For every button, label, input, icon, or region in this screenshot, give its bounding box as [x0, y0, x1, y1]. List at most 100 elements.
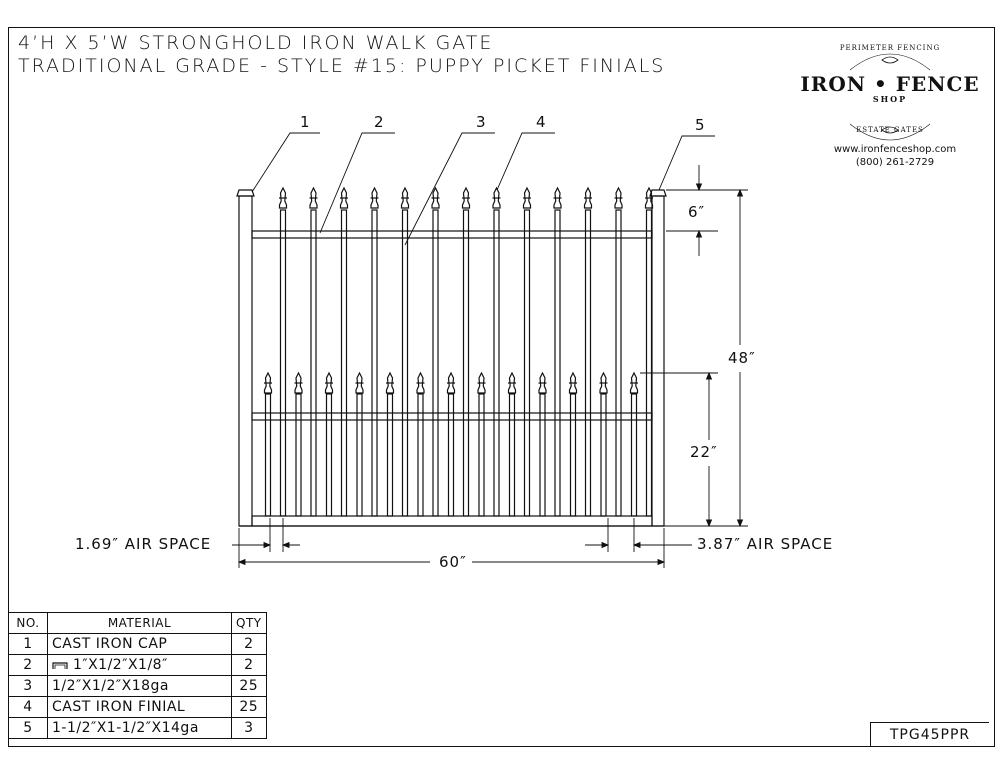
dim-22-arrow-b [705, 519, 713, 528]
tall-picket [401, 209, 409, 517]
puppy-picket [630, 393, 638, 517]
table-row: 3 1/2″X1/2″X18ga 25 [8, 675, 267, 697]
row-no: 5 [8, 717, 48, 739]
tall-picket-finial [278, 186, 288, 209]
callout-5-leader [658, 135, 715, 191]
tall-picket [279, 209, 287, 517]
iron-fence-shop-logo: PERIMETER FENCING IRON • FENCE SHOP ESTA… [790, 30, 990, 170]
part-number-box: TPG45PPR [870, 722, 989, 747]
drawing-border [8, 27, 995, 747]
left-post [238, 195, 253, 527]
dim-air-right-arrow-a [601, 541, 610, 549]
puppy-picket [478, 393, 485, 517]
puppy-picket-finial [324, 371, 334, 394]
tall-picket-finial [492, 186, 501, 209]
puppy-picket-finial [355, 371, 364, 394]
dim-right-air-space: 3.87″ AIR SPACE [697, 535, 834, 553]
bottom-rail [251, 515, 653, 527]
puppy-picket-finial [507, 371, 517, 394]
header-no: NO. [8, 612, 48, 634]
row-material: 1-1/2″X1-1/2″X14ga [47, 717, 232, 739]
tall-picket-finial [431, 186, 440, 209]
channel-icon [52, 662, 68, 669]
tall-picket [645, 209, 653, 517]
row-no: 4 [8, 696, 48, 718]
bill-of-materials-table: NO. MATERIAL QTY 1 CAST IRON CAP 2 2 1″X… [8, 612, 267, 739]
tall-picket-finial [644, 186, 654, 209]
tall-picket-finial [614, 186, 623, 209]
logo-top-text: PERIMETER FENCING [839, 44, 941, 52]
tall-picket-finial [370, 186, 379, 209]
row-qty: 25 [231, 696, 267, 718]
row-no: 3 [8, 675, 48, 697]
puppy-picket-finial [294, 371, 303, 394]
row-no: 1 [8, 633, 48, 655]
puppy-picket [569, 393, 577, 517]
row-qty: 3 [231, 717, 267, 739]
tall-picket [554, 209, 561, 517]
puppy-picket [417, 393, 424, 517]
callout-5: 5 [695, 116, 705, 134]
row-material: CAST IRON CAP [47, 633, 232, 655]
title-line-2: TRADITIONAL GRADE - STYLE #15: PUPPY PIC… [18, 55, 666, 77]
puppy-picket [264, 393, 272, 517]
dim-air-left-arrow-a [263, 541, 272, 549]
dim-60-arrow-a [237, 558, 246, 566]
puppy-picket-finial [477, 371, 486, 394]
right-post [651, 195, 665, 527]
phone-text: (800) 261-2729 [855, 157, 935, 168]
dim-air-left-arrow-b [281, 541, 290, 549]
logo-sub-text: SHOP [872, 94, 908, 104]
puppy-picket [295, 393, 302, 517]
row-material: 1/2″X1/2″X18ga [47, 675, 232, 697]
puppy-picket [447, 393, 455, 517]
top-rail [251, 230, 653, 239]
row-no: 2 [8, 654, 48, 676]
tall-picket [523, 209, 531, 517]
dim-22-arrow-a [705, 371, 713, 380]
tall-picket [340, 209, 348, 517]
contact-info: www.ironfenceshop.com (800) 261-2729 [820, 143, 970, 169]
dim-total-height: 48″ [728, 349, 756, 367]
tall-picket-finial [522, 186, 532, 209]
logo-bottom-text: ESTATE GATES [856, 126, 924, 134]
dim-puppy-height: 22″ [690, 443, 718, 461]
puppy-picket [539, 393, 546, 517]
row-qty: 25 [231, 675, 267, 697]
dim-60-arrow-b [657, 558, 666, 566]
callout-4-leader [496, 132, 555, 191]
dim-48-arrow-b [736, 519, 744, 528]
row-material: CAST IRON FINIAL [47, 696, 232, 718]
row-material-cell: 1″X1/2″X1/8″ [47, 654, 232, 676]
tall-picket [584, 209, 592, 517]
tall-picket [310, 209, 317, 517]
table-row: 2 1″X1/2″X1/8″ 2 [8, 654, 267, 676]
dim-48-arrow-a [736, 188, 744, 197]
dim-left-air-space: 1.69″ AIR SPACE [75, 535, 212, 553]
puppy-picket-finial [446, 371, 456, 394]
dim-finial-height: 6″ [688, 203, 706, 221]
title-line-1: 4’H X 5’W STRONGHOLD IRON WALK GATE [18, 32, 494, 54]
website-text: www.ironfenceshop.com [833, 144, 957, 155]
callout-3-leader [404, 132, 495, 246]
callout-4: 4 [536, 113, 546, 131]
tall-picket-finial [553, 186, 562, 209]
puppy-picket-finial [385, 371, 395, 394]
dim-width: 60″ [434, 553, 472, 571]
header-qty: QTY [231, 612, 267, 634]
dim-air-right-arrow-b [632, 541, 641, 549]
dim-6-arrow-b [695, 229, 703, 238]
tall-picket-finial [309, 186, 318, 209]
post-cap-left [236, 189, 255, 197]
header-material: MATERIAL [47, 612, 232, 634]
row-material: 1″X1/2″X1/8″ [72, 657, 168, 673]
puppy-picket-finial [538, 371, 547, 394]
puppy-picket-finial [629, 371, 639, 394]
puppy-picket-finial [263, 371, 273, 394]
post-cap-right [649, 189, 667, 197]
callout-3: 3 [476, 113, 486, 131]
puppy-picket [386, 393, 394, 517]
puppy-picket-finial [568, 371, 578, 394]
callout-2: 2 [374, 113, 384, 131]
tall-picket [462, 209, 470, 517]
